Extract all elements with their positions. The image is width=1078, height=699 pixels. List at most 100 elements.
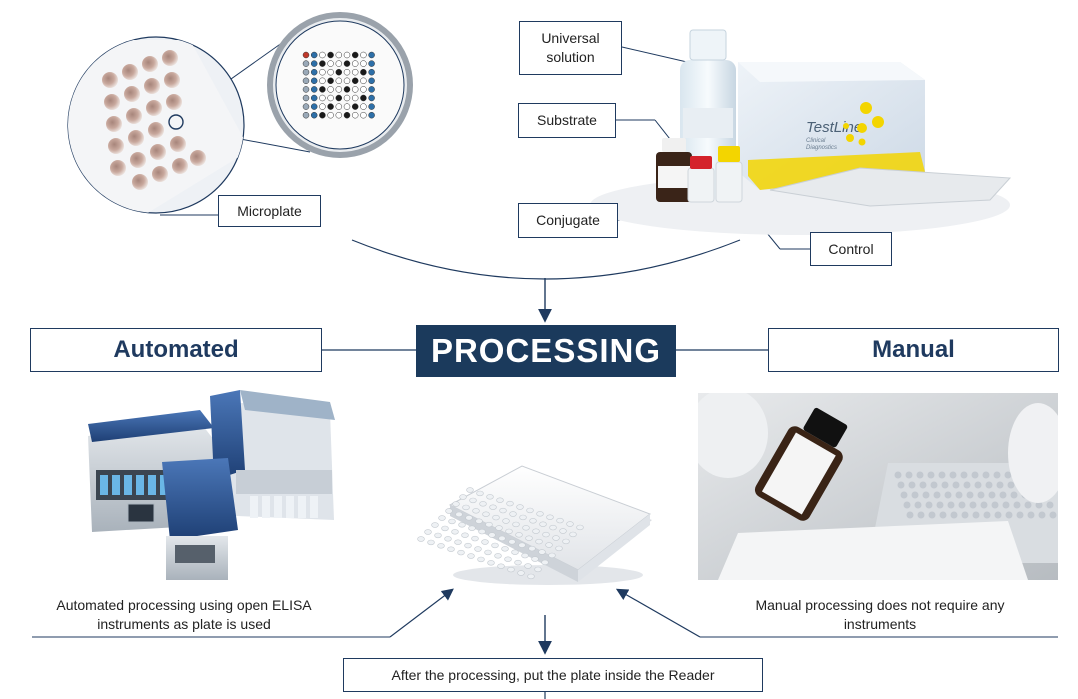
plate-map-well xyxy=(335,103,343,110)
plate-map-well xyxy=(335,68,343,76)
plate-map-well xyxy=(335,86,343,93)
plate-map-well xyxy=(368,94,375,102)
plate-well xyxy=(482,511,490,517)
background-well xyxy=(1038,511,1046,519)
plate-map-well xyxy=(302,77,310,85)
plate-map-well xyxy=(368,103,375,110)
background-well xyxy=(897,481,905,489)
background-well xyxy=(928,511,936,519)
background-plate-wells xyxy=(894,471,1057,519)
plate-well xyxy=(465,515,473,521)
background-well xyxy=(982,471,990,479)
plate-well xyxy=(542,531,550,538)
background-well xyxy=(917,511,925,519)
universal-solution-label: Universal solution xyxy=(519,21,622,75)
background-well xyxy=(972,511,980,519)
plate-well xyxy=(526,507,534,514)
background-well xyxy=(894,471,902,479)
background-well xyxy=(903,501,911,509)
substrate-label: Substrate xyxy=(518,103,616,138)
plate-map-well xyxy=(310,103,318,110)
plate-well xyxy=(417,536,425,542)
plate-map-well xyxy=(302,103,310,110)
plate-well xyxy=(467,553,475,559)
plate-map-well xyxy=(343,77,351,85)
plate-map-well xyxy=(319,77,326,85)
plate-well xyxy=(497,563,505,569)
plate-well xyxy=(441,525,449,532)
background-well xyxy=(1013,501,1021,509)
background-well xyxy=(930,481,938,489)
plate-map-well xyxy=(335,94,343,102)
plate-well xyxy=(512,521,520,528)
plate-map-well xyxy=(319,60,326,67)
background-well xyxy=(1010,491,1018,499)
background-well xyxy=(911,491,919,499)
plate-map-well xyxy=(327,68,334,76)
plate-map-well xyxy=(343,103,351,110)
plate-map-well xyxy=(310,111,318,119)
plate-well xyxy=(431,522,439,528)
background-well xyxy=(977,491,985,499)
plate-well xyxy=(525,535,533,541)
plate-well xyxy=(555,545,563,552)
plate-well xyxy=(495,525,503,531)
plate-well xyxy=(438,515,446,521)
svg-text:Clinical: Clinical xyxy=(806,138,826,144)
plate-map-well xyxy=(360,68,367,76)
background-well xyxy=(944,491,952,499)
plate-map-well xyxy=(319,51,326,59)
background-well xyxy=(1016,511,1024,519)
plate-well xyxy=(576,524,584,531)
plate-well xyxy=(466,487,474,493)
plate-well xyxy=(479,501,487,507)
plate-well xyxy=(541,559,549,566)
background-well xyxy=(1035,501,1043,509)
plate-map-well xyxy=(343,111,351,119)
background-well xyxy=(988,491,996,499)
manual-processing-photo xyxy=(698,393,1058,580)
plate-well xyxy=(485,521,493,528)
background-well xyxy=(908,481,916,489)
plate-well xyxy=(459,494,467,500)
plate-well xyxy=(528,545,536,552)
background-well xyxy=(905,471,913,479)
plate-well xyxy=(502,518,510,524)
arrow-manual xyxy=(615,588,701,638)
plate-well xyxy=(549,524,557,531)
plate-map-well xyxy=(343,86,351,93)
plate-well xyxy=(434,532,442,539)
background-well xyxy=(974,481,982,489)
plate-well xyxy=(532,528,540,534)
plate-map-well xyxy=(335,111,343,119)
plate-well xyxy=(562,538,570,545)
plate-map-well xyxy=(327,51,334,59)
plate-map-well xyxy=(319,86,326,93)
plate-well xyxy=(469,497,477,504)
plate-well xyxy=(521,552,529,559)
plate-well xyxy=(457,549,465,556)
plate-well xyxy=(468,525,476,531)
plate-well xyxy=(474,546,482,552)
plate-well xyxy=(556,517,564,524)
plate-map-well xyxy=(351,68,359,76)
background-well xyxy=(950,511,958,519)
background-well xyxy=(960,471,968,479)
background-well xyxy=(955,491,963,499)
svg-text:Diagnostics: Diagnostics xyxy=(806,145,837,151)
plate-map-well xyxy=(302,94,310,102)
plate-map-well xyxy=(351,94,359,102)
microplate-label: Microplate xyxy=(218,195,321,227)
plate-well xyxy=(478,528,486,535)
plate-map-well xyxy=(310,77,318,85)
background-well xyxy=(919,481,927,489)
plate-well xyxy=(548,552,556,559)
background-well xyxy=(939,511,947,519)
plate-map-well xyxy=(302,86,310,93)
plate-well xyxy=(518,542,526,548)
plate-well xyxy=(505,528,513,535)
background-well xyxy=(971,471,979,479)
plate-map-well xyxy=(327,60,334,67)
plate-map-well xyxy=(351,77,359,85)
